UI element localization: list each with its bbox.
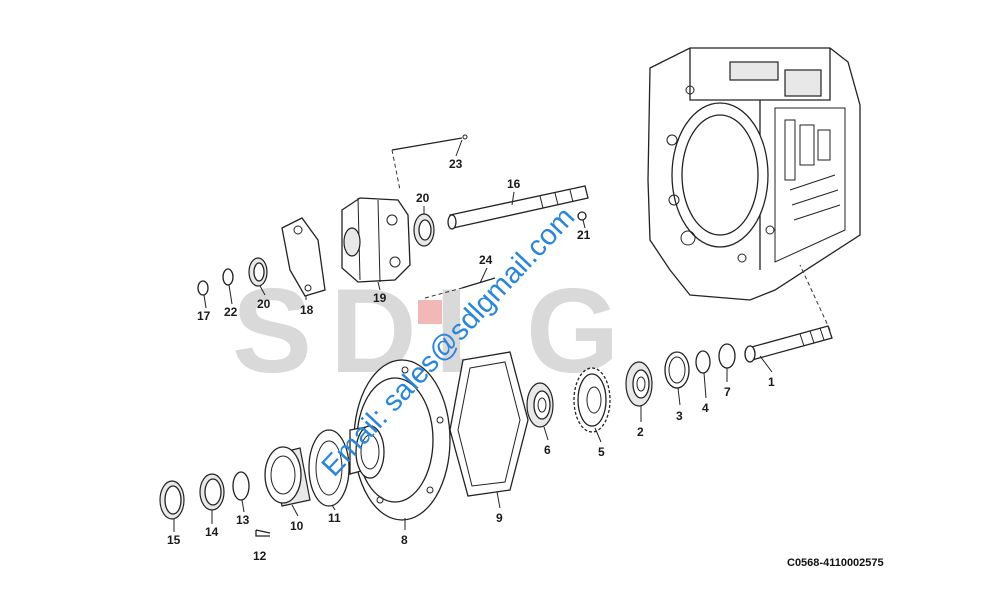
- gear-5: [573, 367, 611, 433]
- pump-housing-19: [341, 197, 411, 283]
- callout-23: 23: [449, 157, 463, 171]
- bearing-6: [526, 382, 554, 428]
- snap-ring-7: [718, 343, 736, 369]
- callout-15: 15: [167, 533, 181, 547]
- callout-10: 10: [290, 519, 304, 533]
- callout-21: 21: [577, 228, 591, 242]
- callout-4: 4: [702, 401, 709, 415]
- callout-22: 22: [224, 305, 238, 319]
- shaft-1: [744, 264, 833, 363]
- transmission-housing: [647, 47, 861, 301]
- gasket-11: [308, 429, 350, 507]
- callout-12: 12: [253, 549, 267, 563]
- plate-18: [281, 217, 326, 297]
- callout-17: 17: [197, 309, 211, 323]
- watermark-red-square: [418, 300, 442, 324]
- washer-4: [695, 350, 711, 374]
- cover-10: [264, 446, 311, 507]
- output-housing-8: [349, 359, 451, 521]
- callout-18: 18: [300, 303, 314, 317]
- pin-21: [577, 211, 587, 221]
- callout-6: 6: [544, 443, 551, 457]
- bearing-2: [625, 361, 653, 407]
- callout-1: 1: [768, 375, 775, 389]
- bearing-20-lower: [248, 257, 268, 287]
- callout-16: 16: [507, 177, 521, 191]
- callout-11: 11: [328, 511, 341, 525]
- ring-17: [197, 280, 209, 296]
- ring-13: [232, 471, 250, 501]
- callout-20-upper: 20: [416, 191, 430, 205]
- callout-5: 5: [598, 445, 605, 459]
- callout-2: 2: [637, 425, 644, 439]
- pin-23: [391, 134, 468, 191]
- ring-22: [222, 268, 234, 286]
- leader-lines: [173, 139, 773, 532]
- callout-9: 9: [496, 511, 503, 525]
- callout-labels: 1 2 3 4 5 6 7 8 9 10 11 12 13 14 15 16 1…: [167, 157, 775, 563]
- callout-7: 7: [724, 385, 731, 399]
- seal-15: [159, 480, 185, 520]
- shaft-16: [447, 185, 589, 230]
- pin-24: [424, 277, 496, 299]
- drawing-number: C0568-4110002575: [787, 557, 884, 569]
- callout-19: 19: [373, 291, 387, 305]
- callout-24: 24: [479, 253, 493, 267]
- bearing-20-upper: [413, 213, 435, 247]
- screw-12: [255, 529, 271, 537]
- callout-20-lower: 20: [257, 297, 271, 311]
- callout-14: 14: [205, 525, 219, 539]
- callout-3: 3: [676, 409, 683, 423]
- seal-14: [199, 473, 225, 511]
- callout-13: 13: [236, 513, 250, 527]
- gasket-9: [449, 351, 529, 497]
- callout-8: 8: [401, 533, 408, 547]
